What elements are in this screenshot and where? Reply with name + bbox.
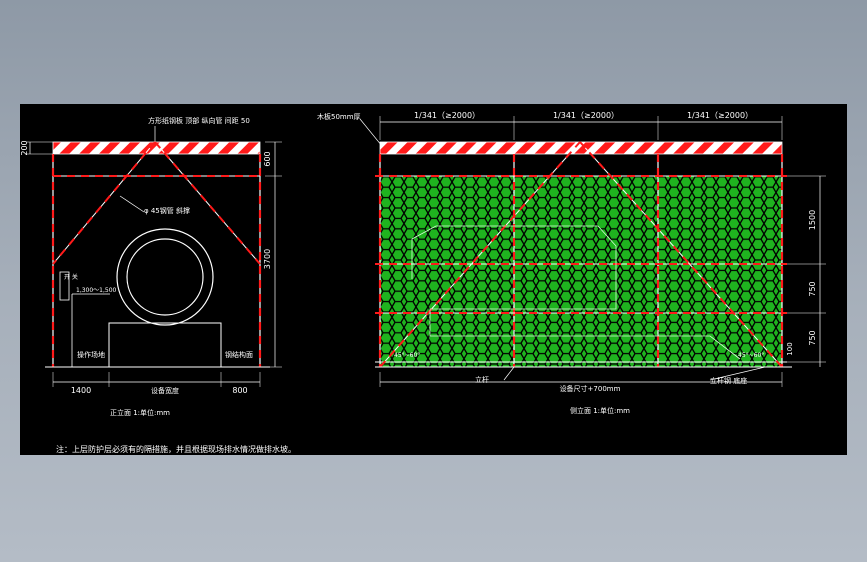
front-caption: 正立面 1:单位:mm <box>110 408 170 417</box>
safety-mesh <box>379 175 783 368</box>
plank-base-label: 立杆钢 底座 <box>710 376 747 385</box>
front-diag-label: φ 45钢管 斜撑 <box>144 206 190 215</box>
front-brace-right <box>154 141 261 265</box>
front-right-bottom-label: 钢结构面 <box>225 350 253 359</box>
side-ledgers <box>375 175 787 363</box>
span-3: 1/341（≥2000） <box>687 111 753 120</box>
dim-800: 800 <box>232 386 247 395</box>
post-label: 立杆 <box>475 375 489 384</box>
drawing-canvas: 开 关 1,300～1,500 方形纸钢板 顶部 纵向管 间距 50 φ 45钢… <box>20 104 847 455</box>
dim-200: 200 <box>20 140 29 155</box>
dim-device-width: 设备宽度 <box>151 386 179 395</box>
span-2: 1/341（≥2000） <box>553 111 619 120</box>
device-base <box>108 322 222 368</box>
note-switch: 开 关 <box>64 273 78 281</box>
dim-1500: 1500 <box>808 210 817 230</box>
front-left-bottom-label: 操作场地 <box>77 350 105 359</box>
side-elevation: 45°~60° 45°~60° 1/341（≥2000） 1/341（≥2000… <box>317 111 826 415</box>
front-roof-band <box>52 141 261 155</box>
note-height: 1,300～1,500 <box>76 287 117 294</box>
cad-drawing: 开 关 1,300～1,500 方形纸钢板 顶部 纵向管 间距 50 φ 45钢… <box>20 111 826 454</box>
dim-750-upper: 750 <box>808 281 817 296</box>
angle-left: 45°~60° <box>394 352 420 359</box>
switch-box <box>59 271 70 301</box>
dim-device-length: 设备尺寸+700mm <box>560 384 621 393</box>
general-note: 注：上层防护层必须有的隔措施，并且根据现场排水情况做排水坡。 <box>56 444 296 454</box>
side-caption: 侧立面 1:单位:mm <box>570 406 630 415</box>
device-inner-ring <box>126 238 204 316</box>
side-top-label: 木板50mm厚 <box>317 112 361 121</box>
angle-right: 45°~60° <box>738 352 764 359</box>
dim-600: 600 <box>263 151 272 166</box>
dim-100: 100 <box>786 342 794 355</box>
side-posts <box>378 154 784 367</box>
span-1: 1/341（≥2000） <box>414 111 480 120</box>
front-elevation: 开 关 1,300～1,500 方形纸钢板 顶部 纵向管 间距 50 φ 45钢… <box>20 116 282 417</box>
machine-outline <box>411 225 741 360</box>
device-outer-ring <box>116 228 214 326</box>
dim-3700: 3700 <box>263 249 272 269</box>
front-top-label: 方形纸钢板 顶部 纵向管 间距 50 <box>148 116 250 125</box>
side-cross-braces <box>379 141 783 368</box>
front-brace-left <box>52 141 156 265</box>
dim-1400: 1400 <box>71 386 91 395</box>
dim-750-lower: 750 <box>808 330 817 345</box>
